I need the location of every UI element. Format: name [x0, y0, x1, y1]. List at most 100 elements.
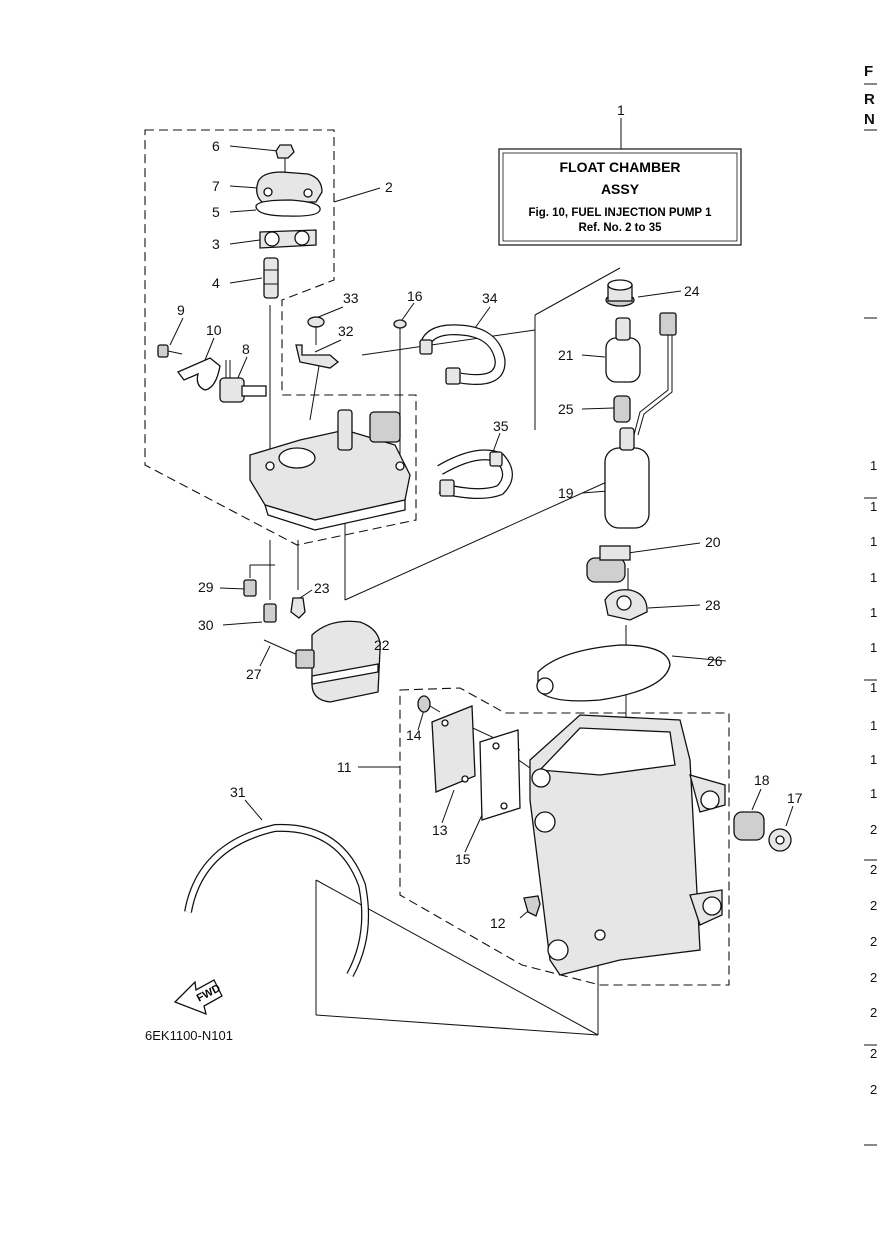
part-25-filter	[613, 395, 631, 423]
edge-row-17: 2	[870, 1046, 877, 1061]
callout-numbers: 1 2 3 4 5 6 7 8 9 10 11 12 13 14 15 16 1…	[177, 102, 803, 931]
pump-wire-harness	[633, 312, 677, 436]
assembly-outlines	[144, 129, 730, 986]
part-5-gasket	[255, 199, 321, 217]
edge-header-r: R	[864, 91, 875, 108]
callout-35: 35	[493, 418, 509, 434]
part-29-bolt	[243, 579, 257, 597]
callout-24: 24	[684, 283, 700, 299]
callout-25: 25	[558, 401, 574, 417]
callout-7: 7	[212, 178, 220, 194]
part-9-screw	[157, 344, 183, 358]
part-20-strainer	[586, 545, 631, 583]
part-7-cover	[256, 171, 323, 203]
callout-23: 23	[314, 580, 330, 596]
edge-row-8: 1	[870, 718, 877, 733]
ref-box-line2: ASSY	[601, 181, 640, 197]
callout-20: 20	[705, 534, 721, 550]
callout-12: 12	[490, 915, 506, 931]
edge-row-11: 2	[870, 822, 877, 837]
part-14-screw	[417, 695, 441, 713]
part-28-holder	[604, 589, 648, 621]
part-3-holder	[259, 229, 317, 249]
callout-2: 2	[385, 179, 393, 195]
callout-26: 26	[707, 653, 723, 669]
reference-box: FLOAT CHAMBER ASSY Fig. 10, FUEL INJECTI…	[498, 118, 742, 246]
part-21-damper	[605, 317, 641, 383]
callout-29: 29	[198, 579, 214, 595]
edge-row-9: 1	[870, 752, 877, 767]
part-19-fuel-pump	[604, 427, 650, 529]
part-17-collar	[768, 828, 792, 852]
callout-34: 34	[482, 290, 498, 306]
part-18-grommet	[733, 811, 765, 841]
callout-4: 4	[212, 275, 220, 291]
callout-21: 21	[558, 347, 574, 363]
callout-33: 33	[343, 290, 359, 306]
callout-18: 18	[754, 772, 770, 788]
part-32-pipe-joint	[295, 344, 340, 369]
part-34-hose	[419, 324, 506, 385]
edge-row-1: 1	[870, 458, 877, 473]
part-4-pipe	[263, 257, 279, 299]
edge-row-4: 1	[870, 570, 877, 585]
part-13-plate	[431, 705, 476, 793]
edge-row-7: 1	[870, 680, 877, 695]
callout-1: 1	[617, 102, 625, 118]
edge-row-18: 2	[870, 1082, 877, 1097]
part-24-grommet	[605, 279, 635, 307]
callout-16: 16	[407, 288, 423, 304]
ref-box-line4: Ref. No. 2 to 35	[578, 222, 662, 234]
callout-3: 3	[212, 236, 220, 252]
callout-6: 6	[212, 138, 220, 154]
edge-row-12: 2	[870, 862, 877, 877]
edge-header-n: N	[864, 111, 875, 128]
part-16-screw	[393, 319, 407, 345]
callout-11: 11	[337, 759, 352, 775]
callout-17: 17	[787, 790, 803, 806]
part-31-hose	[184, 823, 370, 977]
callout-5: 5	[212, 204, 220, 220]
part-8-valve	[219, 360, 267, 403]
edge-row-16: 2	[870, 1005, 877, 1020]
callout-14: 14	[406, 727, 422, 743]
callout-19: 19	[558, 485, 574, 501]
part-27-pin	[263, 639, 315, 669]
part-23-nozzle	[290, 597, 306, 619]
part-12-screw	[523, 895, 541, 917]
callout-8: 8	[242, 341, 250, 357]
callout-22: 22	[374, 637, 390, 653]
part-22-cover	[311, 620, 381, 703]
part-2-pump-body	[249, 409, 411, 531]
edge-row-3: 1	[870, 534, 877, 549]
callout-9: 9	[177, 302, 185, 318]
part-30-bolt	[263, 603, 277, 623]
callout-10: 10	[206, 322, 222, 338]
callout-27: 27	[246, 666, 262, 682]
part-15-gasket	[479, 729, 521, 821]
part-26-gasket	[536, 644, 671, 702]
callout-28: 28	[705, 597, 721, 613]
callout-13: 13	[432, 822, 448, 838]
callout-30: 30	[198, 617, 214, 633]
edge-row-15: 2	[870, 970, 877, 985]
part-11-float-chamber	[529, 714, 726, 976]
drawing-code: 6EK1100-N101	[145, 1028, 233, 1043]
edge-row-5: 1	[870, 605, 877, 620]
edge-header-f: F	[864, 63, 873, 80]
ref-box-line3: Fig. 10, FUEL INJECTION PUMP 1	[529, 207, 713, 219]
fwd-arrow: FWD	[173, 979, 223, 1016]
edge-row-2: 1	[870, 499, 877, 514]
callout-15: 15	[455, 851, 471, 867]
part-33-screw	[307, 316, 325, 345]
right-edge-column: F R N 1 1 1 1 1 1 1 1 1 1 2 2 2 2 2 2 2 2	[864, 63, 877, 1146]
edge-row-6: 1	[870, 640, 877, 655]
ref-box-line1: FLOAT CHAMBER	[559, 159, 680, 175]
callout-32: 32	[338, 323, 354, 339]
part-35-hose	[437, 449, 513, 499]
edge-row-10: 1	[870, 786, 877, 801]
edge-row-13: 2	[870, 898, 877, 913]
part-10-bracket	[176, 357, 221, 391]
edge-row-14: 2	[870, 934, 877, 949]
